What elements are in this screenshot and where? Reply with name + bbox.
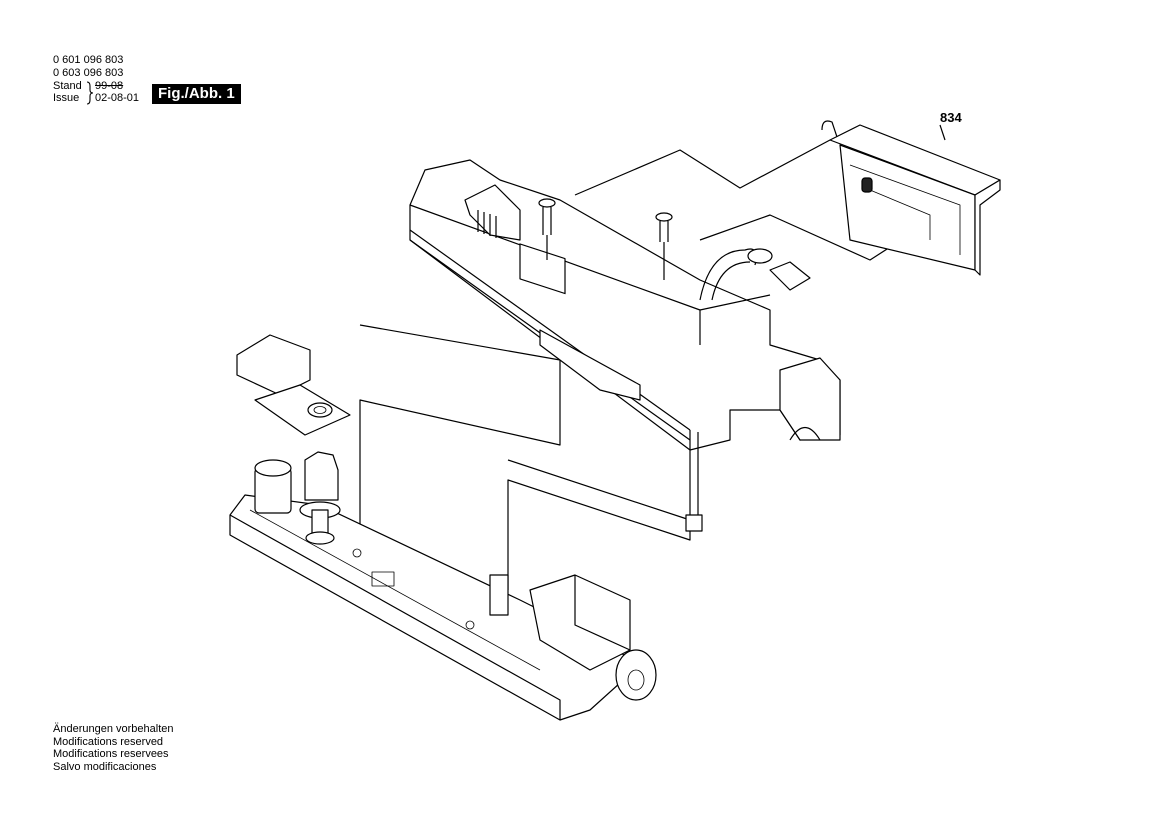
contact-bracket xyxy=(236,334,351,436)
base-plate xyxy=(229,451,657,721)
rail-housing xyxy=(409,159,841,532)
brace-icon xyxy=(86,81,94,105)
stand-old-value: 99-08 xyxy=(95,80,124,92)
end-cover-834 xyxy=(821,120,1001,276)
revision-info: Stand Issue 99-08 02-08-01 xyxy=(53,80,143,106)
issue-label: Issue xyxy=(53,92,80,104)
footer-note: Salvo modificaciones xyxy=(53,760,157,773)
part-numbers: 0 601 096 803 0 603 096 803 xyxy=(53,54,123,80)
screw xyxy=(538,198,556,260)
issue-value: 02-08-01 xyxy=(95,92,140,104)
figure-label: Fig./Abb. 1 xyxy=(152,84,241,104)
footer-note: Modifications reserved xyxy=(53,735,164,748)
part-number: 0 601 096 803 xyxy=(53,54,124,66)
callout-834: 834 xyxy=(940,110,962,125)
footer-note: Modifications reservees xyxy=(53,748,169,760)
stand-label: Stand xyxy=(53,80,82,92)
screw xyxy=(655,212,673,280)
footer-notes: Änderungen vorbehalten Modifications res… xyxy=(53,723,173,773)
footer-note: Änderungen vorbehalten xyxy=(53,723,174,735)
part-number: 0 603 096 803 xyxy=(53,67,124,79)
